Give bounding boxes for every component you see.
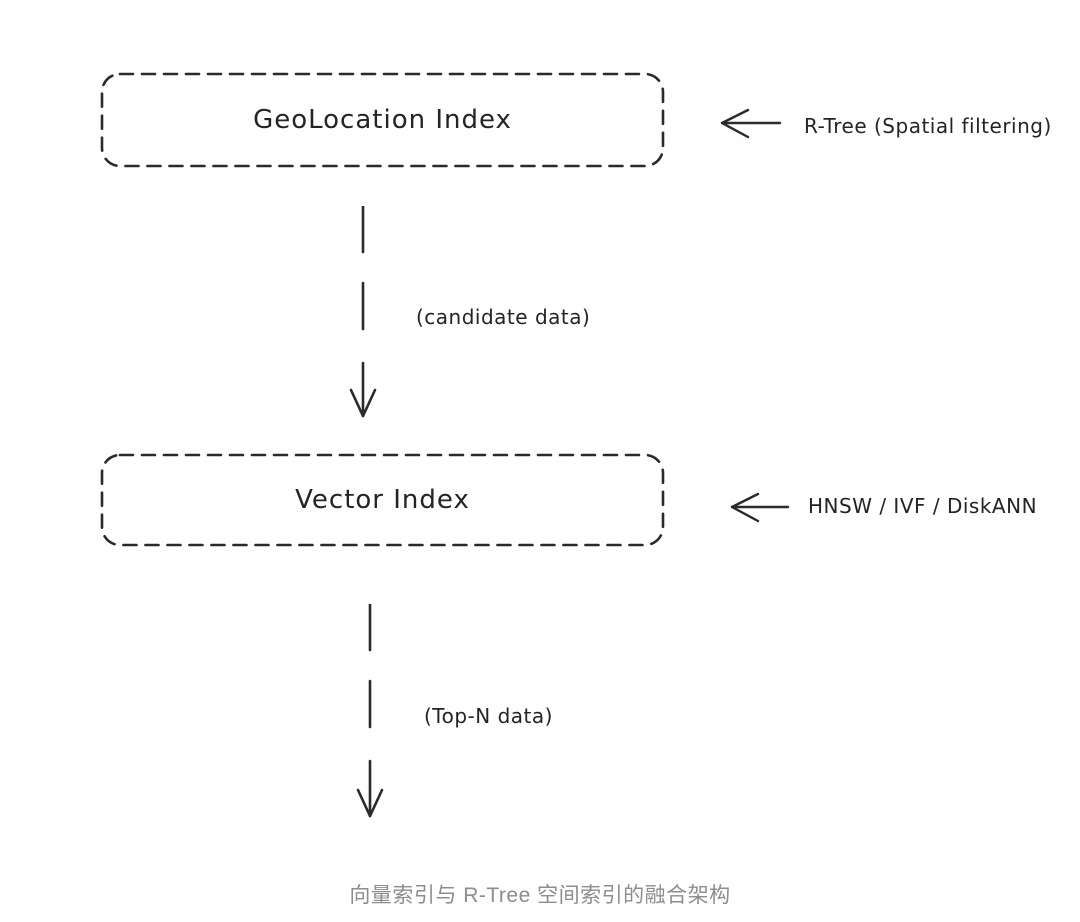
left-arrow-icon (730, 492, 790, 523)
node-label-geolocation-index: GeoLocation Index (253, 105, 512, 135)
node-vector-index: Vector Index (100, 453, 665, 547)
arrow-head (720, 108, 750, 139)
annotation-rtree-label: R-Tree (Spatial filtering) (804, 114, 1052, 138)
diagram-caption: 向量索引与 R-Tree 空间索引的融合架构 (349, 884, 731, 907)
annotation-hnsw-label: HNSW / IVF / DiskANN (808, 494, 1038, 518)
dashed-rect (100, 72, 665, 168)
node-geolocation-index: GeoLocation Index (100, 72, 665, 168)
dashed-box-outline (100, 453, 665, 547)
arrow-head (349, 388, 377, 418)
left-arrow-icon (720, 108, 782, 139)
arrow-head (730, 492, 760, 523)
flow-label-top-n-data: (Top-N data) (424, 704, 553, 728)
arrow-head (356, 788, 384, 818)
dashed-box-outline (100, 72, 665, 168)
dashed-rect (100, 453, 665, 547)
flow-label-candidate-data: (candidate data) (416, 305, 591, 329)
down-arrow-dashed-icon (356, 604, 384, 818)
node-label-vector-index: Vector Index (295, 485, 470, 515)
down-arrow-dashed-icon (349, 206, 377, 418)
